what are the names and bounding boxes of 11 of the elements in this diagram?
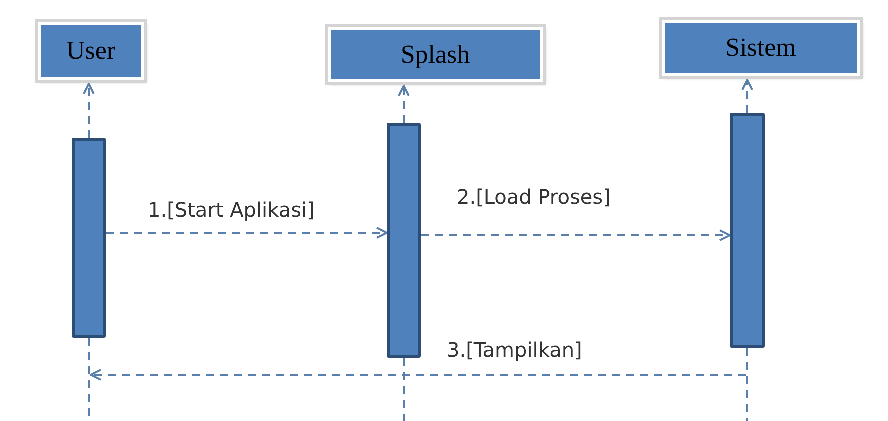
participant-box: Splash [328, 27, 543, 82]
message-arrow [106, 227, 388, 239]
message-arrow [398, 85, 410, 123]
participant-box: Sistem [662, 20, 860, 76]
message-arrow [421, 230, 731, 242]
message-arrow [742, 79, 754, 113]
participant-box: User [38, 22, 144, 80]
activation-bar [387, 123, 421, 358]
activation-bar [72, 138, 106, 338]
message-arrow [83, 83, 95, 138]
activation-bar [730, 113, 765, 348]
